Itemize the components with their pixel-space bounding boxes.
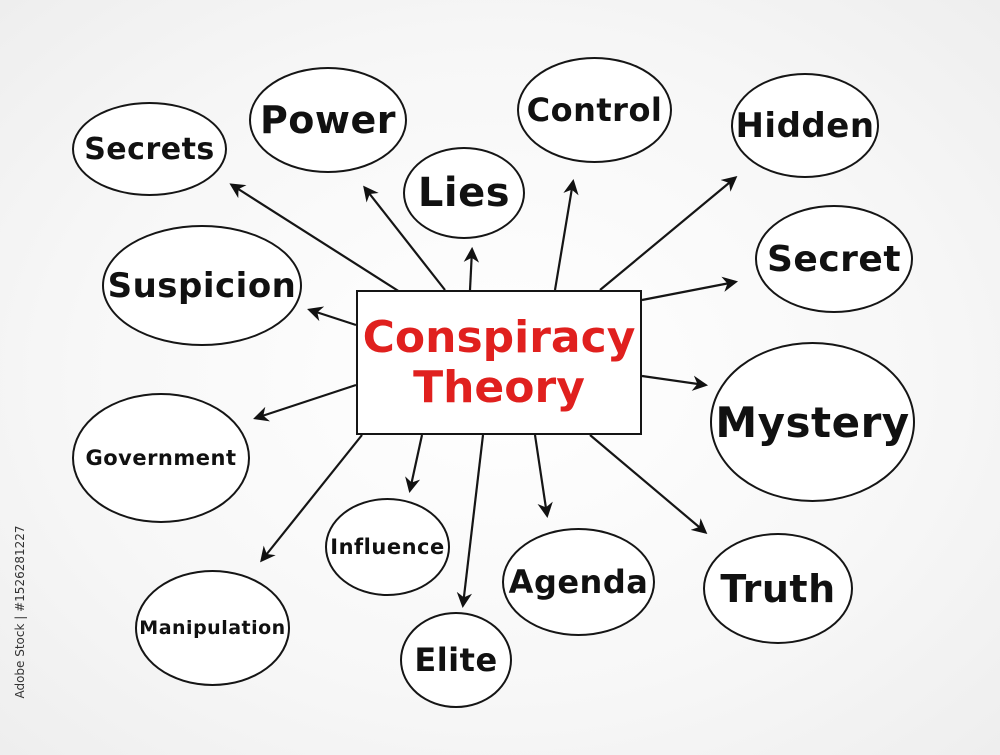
arrow-control <box>553 178 579 291</box>
node-hidden-label: Hidden <box>735 105 875 146</box>
arrow-manipulation <box>260 434 363 563</box>
node-secrets: Secrets <box>72 102 227 196</box>
node-secrets-label: Secrets <box>84 131 215 167</box>
node-agenda: Agenda <box>502 528 655 636</box>
center-topic-box: Conspiracy Theory <box>356 290 642 435</box>
arrow-elite <box>456 434 485 609</box>
node-suspicion-label: Suspicion <box>107 265 297 306</box>
node-truth-label: Truth <box>720 566 836 611</box>
stock-watermark-text: Adobe Stock | #1526281227 <box>13 525 27 699</box>
stock-watermark: Adobe Stock | #1526281227 <box>10 515 28 715</box>
node-mystery-label: Mystery <box>715 397 910 447</box>
node-suspicion: Suspicion <box>102 225 302 346</box>
arrow-secret <box>641 276 739 302</box>
center-topic-line-2: Theory <box>413 361 585 413</box>
node-influence-label: Influence <box>330 535 445 559</box>
node-power: Power <box>249 67 407 173</box>
center-topic-line-1: Conspiracy <box>362 311 636 363</box>
node-mystery: Mystery <box>710 342 915 502</box>
arrow-power <box>363 185 446 291</box>
node-manipulation: Manipulation <box>135 570 290 686</box>
arrow-agenda <box>533 434 553 519</box>
node-power-label: Power <box>259 98 397 142</box>
node-secret-label: Secret <box>766 238 902 280</box>
node-manipulation-label: Manipulation <box>139 617 286 639</box>
arrow-government <box>253 383 357 422</box>
node-influence: Influence <box>325 498 450 596</box>
node-elite-label: Elite <box>414 641 498 679</box>
node-secret: Secret <box>755 205 913 313</box>
node-elite: Elite <box>400 612 512 708</box>
arrow-suspicion <box>307 306 357 327</box>
node-government: Government <box>72 393 250 523</box>
node-control: Control <box>517 57 672 163</box>
arrow-truth <box>589 434 708 534</box>
node-lies: Lies <box>403 147 525 239</box>
arrow-lies <box>463 246 480 291</box>
node-control-label: Control <box>526 91 663 129</box>
arrow-secrets <box>229 183 401 293</box>
node-agenda-label: Agenda <box>508 563 649 601</box>
arrow-influence <box>405 434 424 494</box>
arrow-mystery <box>641 374 709 391</box>
node-government-label: Government <box>85 446 237 470</box>
node-lies-label: Lies <box>417 170 511 216</box>
node-hidden: Hidden <box>731 73 879 178</box>
arrow-hidden <box>599 176 738 291</box>
node-truth: Truth <box>703 533 853 644</box>
